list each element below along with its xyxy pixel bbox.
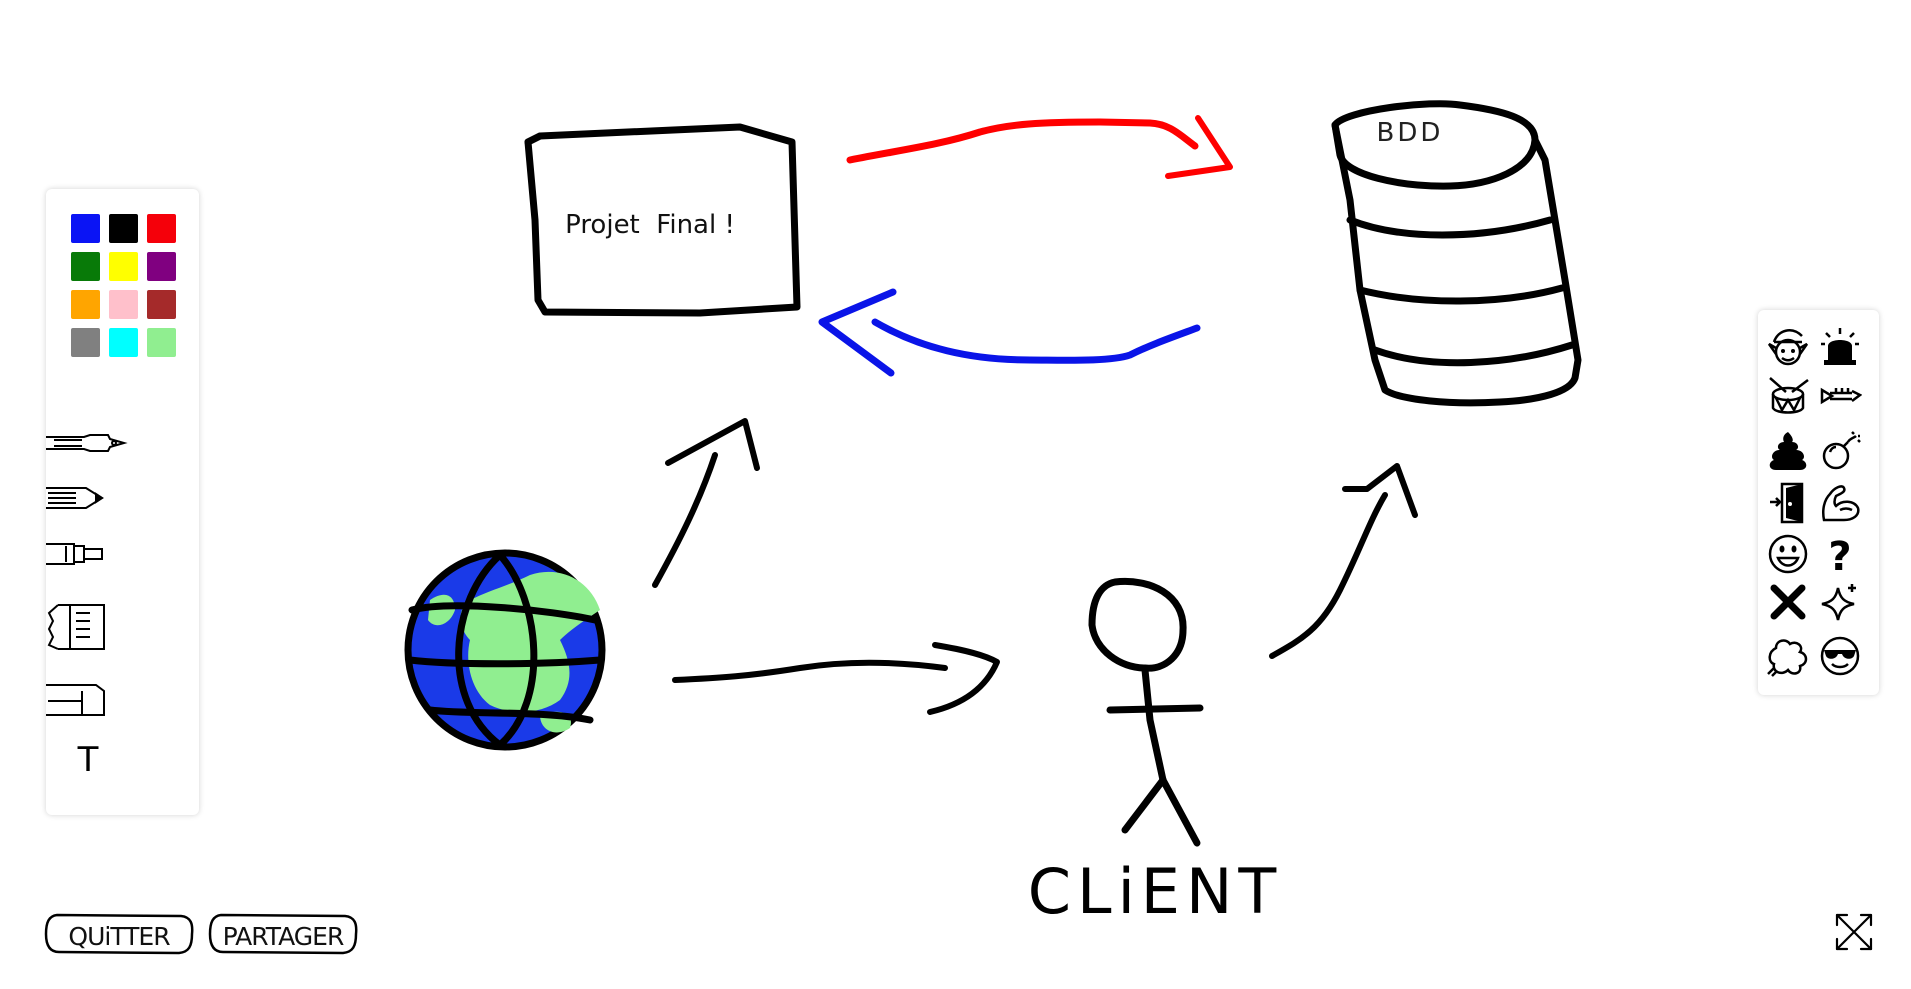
quit-button-outline (44, 913, 194, 955)
fullscreen-icon[interactable] (1831, 909, 1877, 955)
database-cylinder (1331, 100, 1582, 407)
client-label: CLiENT (1028, 855, 1282, 928)
emoji-panel: ? (1758, 310, 1879, 695)
sparkle-icon[interactable] (1818, 580, 1862, 624)
trumpet-icon[interactable] (1818, 374, 1862, 418)
share-button-outline (208, 913, 358, 955)
project-box-label: Projet Final ! (565, 210, 735, 240)
color-swatch-blue[interactable] (71, 214, 100, 243)
color-swatch-red[interactable] (147, 214, 176, 243)
color-swatch-purple[interactable] (147, 252, 176, 281)
color-swatch-orange[interactable] (71, 290, 100, 319)
color-swatch-brown[interactable] (147, 290, 176, 319)
svg-text:?: ? (1828, 534, 1851, 576)
sunglasses-icon[interactable] (1818, 634, 1862, 678)
blue-arrow (818, 288, 1201, 377)
cross-icon[interactable] (1766, 580, 1810, 624)
share-button[interactable]: PARTAGER (207, 912, 359, 956)
color-swatch-green[interactable] (71, 252, 100, 281)
pencil-icon[interactable] (46, 485, 116, 511)
quit-button[interactable]: QUiTTER (43, 912, 195, 956)
arrow-globe-to-client (672, 642, 1000, 715)
quit-button-label: QUiTTER (68, 922, 170, 951)
globe-drawing (404, 549, 606, 751)
door-icon[interactable] (1766, 480, 1810, 524)
color-swatch-gray[interactable] (71, 328, 100, 357)
siren-icon[interactable] (1818, 324, 1862, 368)
bomb-icon[interactable] (1818, 428, 1862, 472)
arrow-globe-to-box (652, 418, 760, 588)
database-label: BDD (1377, 118, 1444, 148)
svg-text:T: T (77, 740, 99, 779)
red-arrow (846, 115, 1233, 179)
question-icon[interactable]: ? (1818, 532, 1862, 576)
poop-icon[interactable] (1766, 428, 1810, 472)
color-swatch-yellow[interactable] (109, 252, 138, 281)
text-icon[interactable]: T (68, 739, 108, 779)
elf-icon[interactable] (1766, 324, 1810, 368)
marker-icon[interactable] (46, 541, 116, 567)
svg-text:CLiENT: CLiENT (1028, 855, 1282, 928)
project-box (524, 123, 801, 317)
muscle-icon[interactable] (1818, 480, 1862, 524)
share-button-label: PARTAGER (222, 922, 345, 951)
color-swatch-black[interactable] (109, 214, 138, 243)
client-stick-figure (1088, 577, 1204, 847)
eraser-block-icon[interactable] (46, 603, 108, 651)
color-swatch-lightgreen[interactable] (147, 328, 176, 357)
color-swatch-cyan[interactable] (109, 328, 138, 357)
smile-icon[interactable] (1766, 532, 1810, 576)
eraser-icon[interactable] (46, 681, 116, 721)
cloud-puff-icon[interactable] (1766, 634, 1810, 678)
color-swatch-pink[interactable] (109, 290, 138, 319)
tool-panel: T (46, 189, 199, 815)
fountain-pen-icon[interactable] (46, 431, 136, 455)
drum-icon[interactable] (1766, 374, 1810, 418)
arrow-client-to-database (1269, 463, 1418, 659)
